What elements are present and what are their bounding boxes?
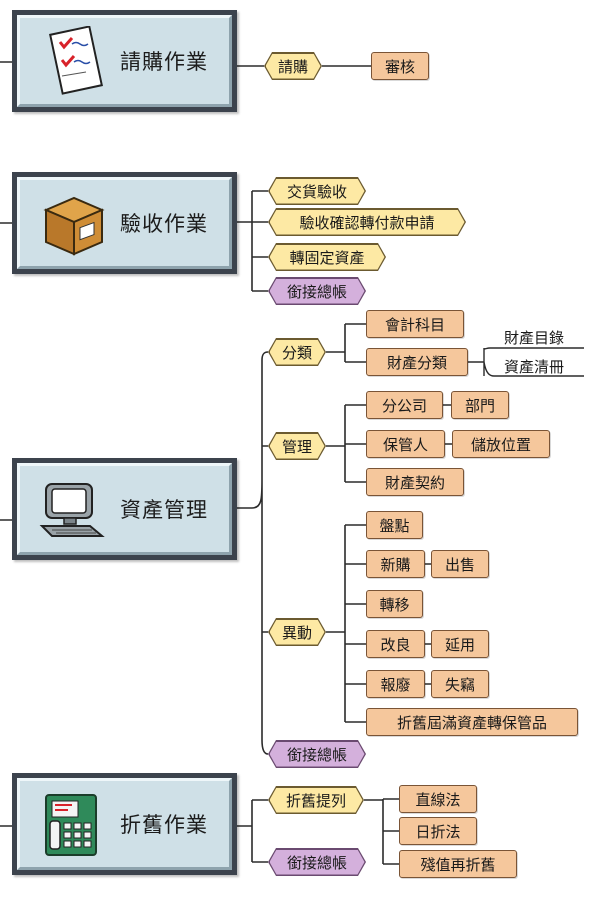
node-new-purchase[interactable]: 新購 (366, 550, 425, 578)
node-theft[interactable]: 失竊 (431, 670, 489, 698)
purchase-form-icon (49, 26, 103, 95)
node-account-subject[interactable]: 會計科目 (366, 310, 464, 338)
asset-module-title: 資產管理 (120, 498, 208, 522)
node-transfer[interactable]: 轉移 (366, 590, 423, 618)
node-review[interactable]: 審核 (371, 52, 429, 80)
depreciation-module-title: 折舊作業 (120, 813, 208, 837)
node-depreciation-ledger[interactable]: 銜接總帳 (268, 848, 366, 876)
node-depreciation-provision[interactable]: 折舊提列 (268, 786, 364, 814)
computer-icon (39, 483, 105, 537)
telephone-icon (45, 794, 97, 856)
node-change[interactable]: 異動 (268, 618, 326, 646)
node-branch[interactable]: 分公司 (366, 391, 443, 419)
node-delivery-inspection[interactable]: 交貨驗收 (268, 177, 366, 205)
node-to-fixed-assets[interactable]: 轉固定資產 (268, 243, 386, 271)
receiving-module[interactable]: 驗收作業 (12, 172, 237, 274)
purchase-module-title: 請購作業 (120, 50, 208, 74)
label-property-catalog[interactable]: 財產目錄 (504, 329, 565, 347)
node-custodian[interactable]: 保管人 (366, 430, 445, 458)
node-property-class[interactable]: 財產分類 (366, 348, 468, 376)
node-scrap[interactable]: 報廢 (366, 670, 425, 698)
node-expired-to-custody[interactable]: 折舊屆滿資產轉保管品 (366, 708, 578, 736)
node-daily-depreciation[interactable]: 日折法 (399, 817, 477, 845)
node-sale[interactable]: 出售 (431, 550, 489, 578)
node-receiving-ledger[interactable]: 銜接總帳 (268, 277, 366, 305)
package-box-icon (43, 196, 105, 256)
node-purchase-request[interactable]: 請購 (264, 52, 322, 80)
node-inspection-payment-request[interactable]: 驗收確認轉付款申請 (268, 208, 466, 236)
node-residual-redepreciation[interactable]: 殘值再折舊 (399, 850, 517, 878)
node-department[interactable]: 部門 (451, 391, 509, 419)
node-storage-location[interactable]: 儲放位置 (452, 430, 550, 458)
node-asset-ledger[interactable]: 銜接總帳 (268, 740, 366, 768)
asset-module[interactable]: 資產管理 (12, 458, 237, 560)
node-property-contract[interactable]: 財產契約 (366, 468, 464, 496)
node-classify[interactable]: 分類 (268, 338, 326, 366)
node-stocktake[interactable]: 盤點 (366, 511, 423, 539)
node-straight-line[interactable]: 直線法 (399, 785, 477, 813)
node-manage[interactable]: 管理 (268, 432, 326, 460)
node-improvement[interactable]: 改良 (366, 630, 425, 658)
purchase-module[interactable]: 請購作業 (12, 10, 237, 112)
depreciation-module[interactable]: 折舊作業 (12, 773, 237, 875)
node-extended-use[interactable]: 延用 (431, 630, 489, 658)
receiving-module-title: 驗收作業 (120, 212, 208, 236)
label-asset-register[interactable]: 資產清冊 (504, 358, 565, 376)
